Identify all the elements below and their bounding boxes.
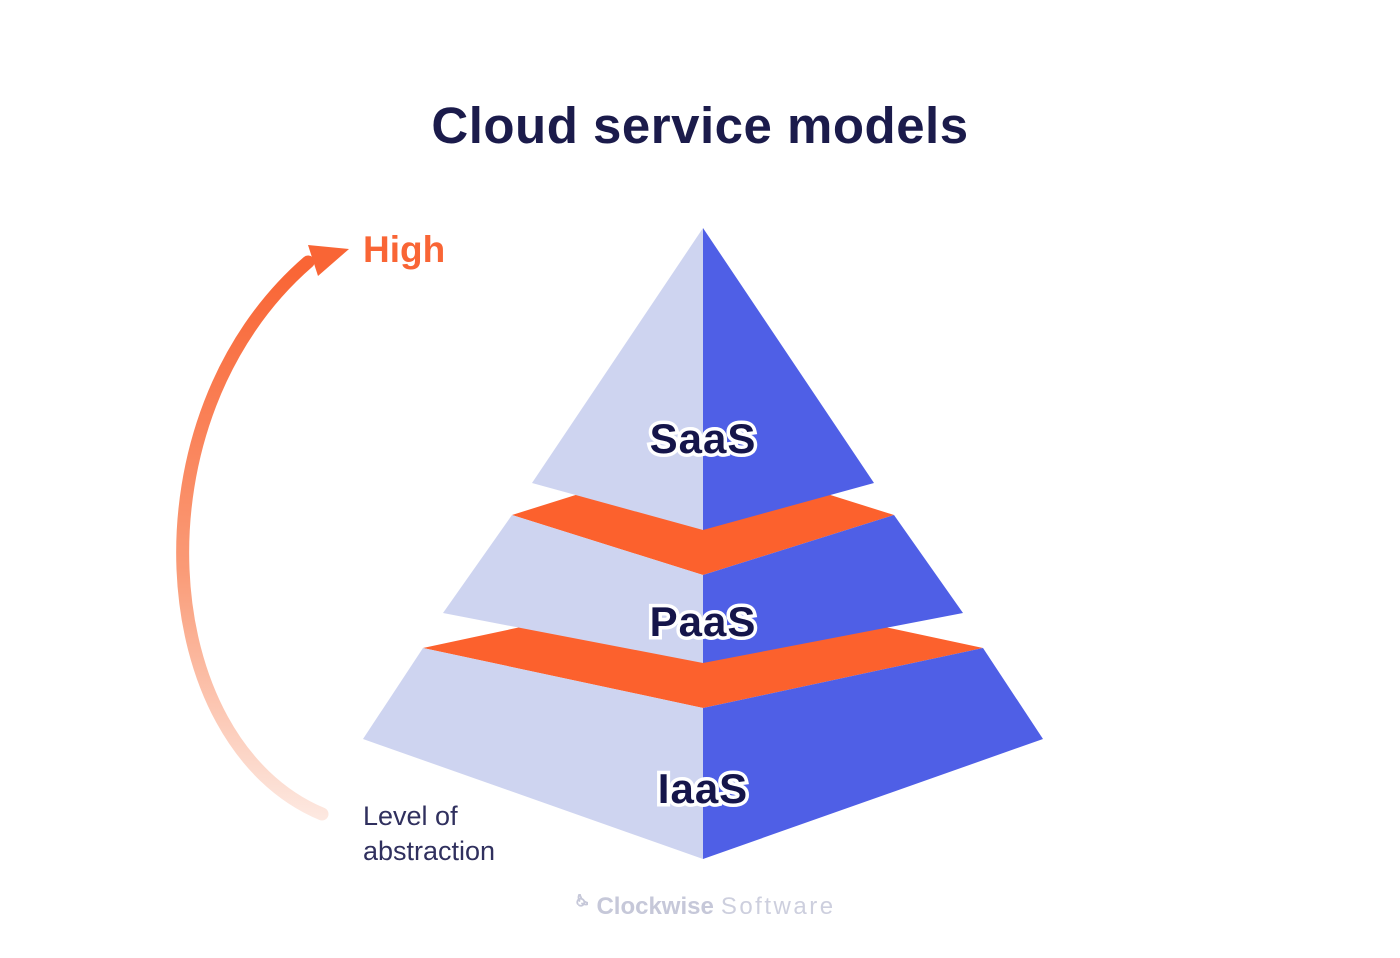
clockwise-logo-icon bbox=[576, 894, 589, 907]
level-of-abstraction-line1: Level of bbox=[363, 801, 458, 831]
paas-right-face bbox=[703, 515, 963, 663]
level-of-abstraction-label: Level of abstraction bbox=[363, 799, 495, 869]
iaas-left-face bbox=[363, 648, 703, 859]
brand-name: Clockwise bbox=[596, 893, 714, 920]
tier-label-iaas: IaaS bbox=[658, 765, 748, 812]
paas-left-face bbox=[443, 515, 703, 663]
level-of-abstraction-line2: abstraction bbox=[363, 836, 496, 866]
arrow-head-icon bbox=[308, 245, 349, 276]
tier-label-paas: PaaS bbox=[650, 598, 757, 645]
saas-left-face bbox=[532, 228, 703, 530]
iaas-right-face bbox=[703, 648, 1043, 859]
page-title: Cloud service models bbox=[431, 97, 969, 154]
brand-logo: Clockwise Software bbox=[0, 893, 1400, 921]
tier-label-saas: SaaS bbox=[650, 415, 757, 462]
high-abstraction-label: High bbox=[363, 229, 446, 270]
saas-right-face bbox=[703, 228, 874, 530]
brand-suffix: Software bbox=[720, 893, 836, 920]
abstraction-level-arrow bbox=[176, 255, 329, 821]
